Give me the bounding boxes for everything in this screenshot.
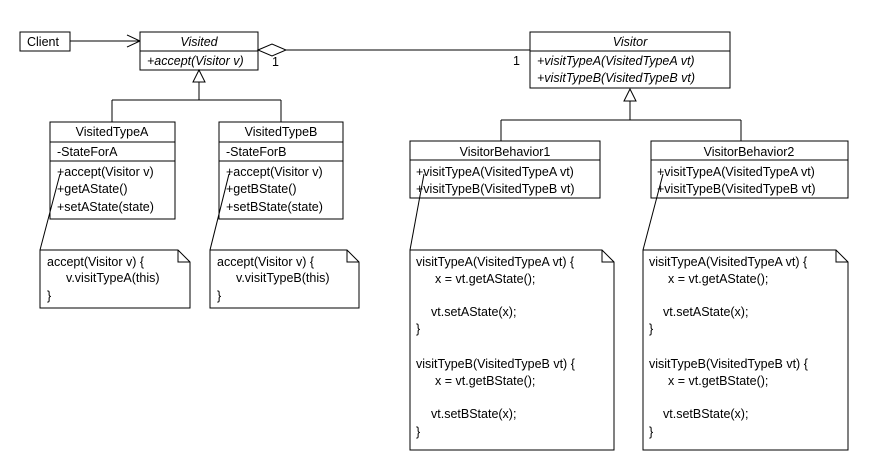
visited-type-b-method: +accept(Visitor v): [226, 165, 323, 179]
note-vb2-line: visitTypeA(VisitedTypeA vt) {: [649, 255, 807, 269]
client-label: Client: [27, 35, 59, 49]
note-b-line: }: [217, 289, 221, 303]
multiplicity-left: 1: [272, 55, 279, 69]
client-to-visited-arrow: [70, 34, 142, 48]
note-vb2-line: x = vt.getBState();: [668, 374, 768, 388]
visitor-behavior-2-name: VisitorBehavior2: [704, 145, 795, 159]
visited-type-a-name: VisitedTypeA: [76, 125, 149, 139]
note-vb2-line: x = vt.getAState();: [668, 272, 768, 286]
visited-type-b-attribute: -StateForB: [226, 145, 286, 159]
note-vb2-line: vt.setBState(x);: [663, 407, 748, 421]
note-vb1-line: }: [416, 322, 420, 336]
visitor-behavior-1-name: VisitorBehavior1: [460, 145, 551, 159]
visited-type-a-method: +getAState(): [57, 182, 128, 196]
visitor-behavior-1-method: +visitTypeA(VisitedTypeA vt): [416, 165, 574, 179]
visited-type-a-attribute: -StateForA: [57, 145, 118, 159]
note-visitor-behavior-1: visitTypeA(VisitedTypeA vt) { x = vt.get…: [409, 249, 615, 451]
note-b-line: accept(Visitor v) {: [217, 255, 314, 269]
visited-type-a-method: +accept(Visitor v): [57, 165, 154, 179]
visitor-behavior-1-class: VisitorBehavior1 +visitTypeA(VisitedType…: [409, 140, 601, 199]
note-b-line: v.visitTypeB(this): [236, 271, 330, 285]
note-visited-type-a: accept(Visitor v) { v.visitTypeA(this) }: [39, 249, 191, 309]
visitor-behavior-2-method: +visitTypeA(VisitedTypeA vt): [657, 165, 815, 179]
aggregation-association: 1 1: [256, 43, 530, 69]
visitor-inheritance: [500, 87, 742, 141]
client-box: Client: [19, 31, 71, 52]
note-vb1-line: visitTypeB(VisitedTypeB vt) {: [416, 357, 575, 371]
visited-type-a-method: +setAState(state): [57, 200, 154, 214]
note-vb2-line: vt.setAState(x);: [663, 305, 748, 319]
note-vb1-line: vt.setBState(x);: [431, 407, 516, 421]
visited-type-b-name: VisitedTypeB: [245, 125, 318, 139]
visited-type-a-class: VisitedTypeA -StateForA +accept(Visitor …: [49, 121, 176, 220]
note-anchor-lines: [39, 173, 664, 251]
visitor-method-b: +visitTypeB(VisitedTypeB vt): [537, 71, 695, 85]
visitor-behavior-1-method: +visitTypeB(VisitedTypeB vt): [416, 182, 575, 196]
note-vb1-line: visitTypeA(VisitedTypeA vt) {: [416, 255, 574, 269]
inheritance-triangle-icon: [623, 87, 637, 102]
visited-class: Visited +accept(Visitor v): [139, 31, 259, 71]
visitor-method-a: +visitTypeA(VisitedTypeA vt): [537, 54, 695, 68]
visitor-class-name: Visitor: [613, 35, 648, 49]
visitor-behavior-2-class: VisitorBehavior2 +visitTypeA(VisitedType…: [650, 140, 849, 199]
multiplicity-right: 1: [513, 54, 520, 68]
visited-method: +accept(Visitor v): [147, 54, 244, 68]
visitor-class: Visitor +visitTypeA(VisitedTypeA vt) +vi…: [529, 31, 731, 89]
note-visitor-behavior-2: visitTypeA(VisitedTypeA vt) { x = vt.get…: [642, 249, 849, 451]
visited-type-b-method: +setBState(state): [226, 200, 323, 214]
note-visited-type-b: accept(Visitor v) { v.visitTypeB(this) }: [209, 249, 360, 309]
visited-class-name: Visited: [180, 35, 218, 49]
visited-type-b-method: +getBState(): [226, 182, 297, 196]
note-vb2-line: }: [649, 425, 653, 439]
note-vb1-line: x = vt.getBState();: [435, 374, 535, 388]
note-vb1-line: x = vt.getAState();: [435, 272, 535, 286]
note-vb2-line: visitTypeB(VisitedTypeB vt) {: [649, 357, 808, 371]
note-vb1-line: vt.setAState(x);: [431, 305, 516, 319]
note-a-line: }: [47, 289, 51, 303]
note-vb2-line: }: [649, 322, 653, 336]
note-vb1-line: }: [416, 425, 420, 439]
visited-inheritance: [111, 68, 282, 122]
visitor-behavior-2-method: +visitTypeB(VisitedTypeB vt): [657, 182, 816, 196]
note-a-line: accept(Visitor v) {: [47, 255, 144, 269]
visited-type-b-class: VisitedTypeB -StateForB +accept(Visitor …: [218, 121, 344, 220]
inheritance-triangle-icon: [192, 68, 206, 83]
note-a-line: v.visitTypeA(this): [66, 271, 160, 285]
